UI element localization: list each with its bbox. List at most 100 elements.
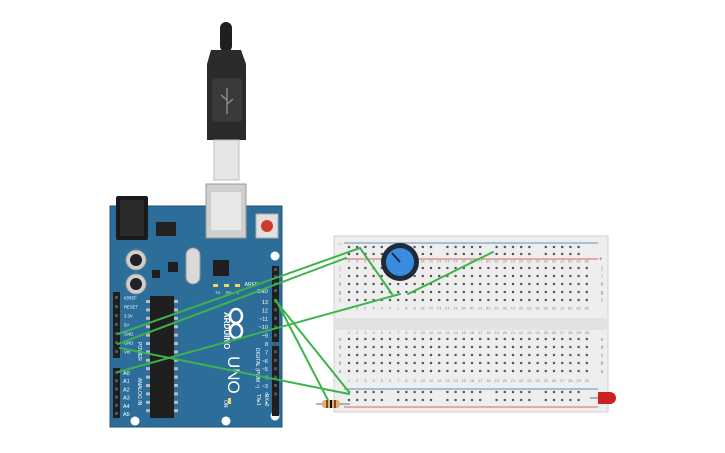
breadboard-hole[interactable] [585, 266, 588, 270]
breadboard-hole[interactable] [495, 274, 498, 278]
breadboard-hole[interactable] [364, 252, 367, 256]
breadboard-hole[interactable] [470, 282, 474, 286]
breadboard-hole[interactable] [511, 245, 515, 249]
breadboard-hole[interactable] [511, 390, 515, 394]
wire[interactable] [359, 247, 393, 295]
breadboard-hole[interactable] [347, 266, 351, 270]
breadboard-hole[interactable] [503, 274, 506, 278]
breadboard-hole[interactable] [454, 337, 457, 341]
breadboard-hole[interactable] [421, 245, 424, 249]
breadboard-hole[interactable] [495, 337, 498, 341]
breadboard-hole[interactable] [429, 337, 433, 341]
breadboard-hole[interactable] [454, 390, 457, 394]
breadboard-hole[interactable] [421, 266, 424, 270]
header-pin[interactable] [274, 392, 277, 396]
breadboard-hole[interactable] [470, 245, 474, 249]
breadboard-hole[interactable] [544, 353, 547, 357]
breadboard-hole[interactable] [356, 274, 359, 278]
breadboard-hole[interactable] [388, 361, 392, 365]
breadboard-hole[interactable] [429, 252, 433, 256]
breadboard-hole[interactable] [552, 282, 556, 286]
breadboard-hole[interactable] [536, 274, 539, 278]
breadboard-hole[interactable] [388, 282, 392, 286]
header-pin[interactable] [274, 350, 277, 354]
breadboard-hole[interactable] [462, 274, 465, 278]
breadboard-hole[interactable] [544, 390, 547, 394]
breadboard-hole[interactable] [356, 252, 359, 256]
breadboard-hole[interactable] [577, 361, 580, 365]
breadboard-hole[interactable] [405, 290, 408, 294]
breadboard-hole[interactable] [511, 337, 515, 341]
wire[interactable] [117, 293, 401, 373]
breadboard-hole[interactable] [577, 390, 580, 394]
breadboard-hole[interactable] [520, 266, 523, 270]
header-pin[interactable] [274, 289, 277, 292]
breadboard-hole[interactable] [487, 266, 490, 270]
header-pin[interactable] [274, 275, 277, 278]
breadboard-hole[interactable] [528, 290, 531, 294]
breadboard-hole[interactable] [405, 282, 408, 286]
breadboard-hole[interactable] [479, 252, 482, 256]
breadboard-hole[interactable] [397, 298, 400, 302]
header-pin[interactable] [115, 379, 118, 383]
breadboard-hole[interactable] [577, 252, 580, 256]
breadboard-hole[interactable] [454, 369, 457, 373]
breadboard-hole[interactable] [520, 345, 523, 349]
breadboard-hole[interactable] [577, 345, 580, 349]
breadboard-hole[interactable] [495, 390, 498, 394]
breadboard-hole[interactable] [585, 353, 588, 357]
header-pin[interactable] [115, 350, 118, 353]
breadboard-hole[interactable] [511, 252, 515, 256]
breadboard-hole[interactable] [446, 252, 449, 256]
breadboard-hole[interactable] [569, 390, 572, 394]
breadboard-hole[interactable] [503, 398, 506, 402]
breadboard-hole[interactable] [372, 298, 375, 302]
breadboard-hole[interactable] [446, 266, 449, 270]
breadboard-hole[interactable] [413, 369, 416, 373]
header-pin[interactable] [274, 358, 277, 362]
breadboard-hole[interactable] [364, 266, 367, 270]
breadboard-hole[interactable] [561, 266, 564, 270]
breadboard-hole[interactable] [520, 398, 523, 402]
breadboard-hole[interactable] [552, 290, 556, 294]
breadboard-hole[interactable] [438, 369, 441, 373]
breadboard-hole[interactable] [495, 369, 498, 373]
breadboard-hole[interactable] [380, 252, 383, 256]
breadboard-hole[interactable] [536, 290, 539, 294]
breadboard-hole[interactable] [446, 245, 449, 249]
breadboard-hole[interactable] [380, 282, 383, 286]
breadboard-hole[interactable] [479, 298, 482, 302]
breadboard-hole[interactable] [446, 298, 449, 302]
breadboard-hole[interactable] [429, 282, 433, 286]
breadboard-hole[interactable] [577, 353, 580, 357]
breadboard-hole[interactable] [470, 398, 474, 402]
breadboard-hole[interactable] [347, 298, 351, 302]
breadboard-hole[interactable] [503, 345, 506, 349]
breadboard-hole[interactable] [536, 337, 539, 341]
breadboard-hole[interactable] [364, 390, 367, 394]
header-pin[interactable] [274, 282, 277, 285]
breadboard-hole[interactable] [569, 298, 572, 302]
breadboard-hole[interactable] [347, 337, 351, 341]
breadboard-hole[interactable] [569, 353, 572, 357]
breadboard-hole[interactable] [421, 345, 424, 349]
breadboard-hole[interactable] [528, 353, 531, 357]
breadboard-hole[interactable] [528, 369, 531, 373]
header-pin[interactable] [274, 342, 277, 345]
breadboard-hole[interactable] [544, 337, 547, 341]
breadboard-hole[interactable] [470, 353, 474, 357]
breadboard-hole[interactable] [429, 274, 433, 278]
breadboard-hole[interactable] [438, 353, 441, 357]
header-pin[interactable] [274, 384, 277, 387]
breadboard-hole[interactable] [487, 298, 490, 302]
breadboard-hole[interactable] [528, 252, 531, 256]
breadboard-hole[interactable] [487, 290, 490, 294]
breadboard-hole[interactable] [577, 337, 580, 341]
breadboard-hole[interactable] [520, 298, 523, 302]
breadboard-hole[interactable] [552, 337, 556, 341]
breadboard-hole[interactable] [561, 274, 564, 278]
breadboard-hole[interactable] [511, 361, 515, 365]
breadboard-hole[interactable] [347, 361, 351, 365]
breadboard-hole[interactable] [577, 282, 580, 286]
